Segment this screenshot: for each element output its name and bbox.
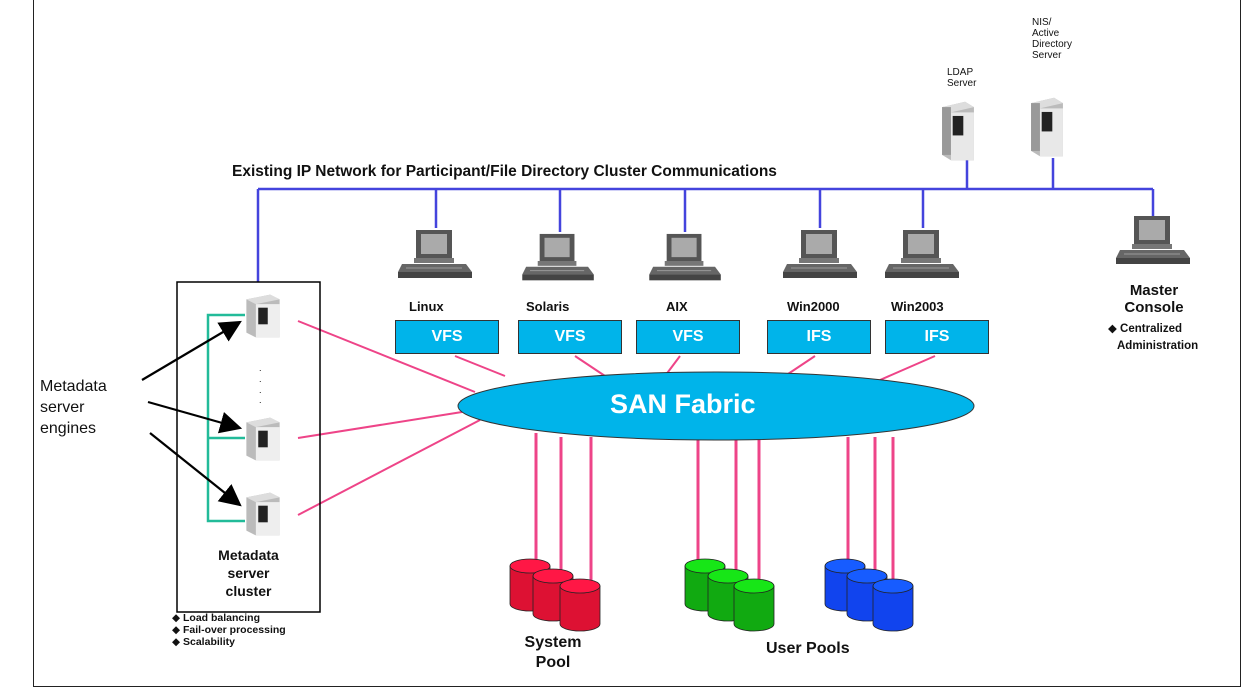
ip-network-lines [256,158,1155,282]
computer-icon [884,229,960,279]
list-item: ◆ Fail-over processing [172,624,286,637]
feature-text: Centralized [1120,323,1183,335]
computer-icon [782,229,858,279]
master-console-label: Master Console [1124,282,1184,316]
metadata-cluster-box [176,281,321,613]
system-pool-label: System Pool [524,634,582,671]
storage-cylinder [733,578,775,632]
filesystem-box-win2000: IFS [767,320,871,354]
computer-icon [648,233,722,281]
storage-cylinder [559,578,601,632]
client-label-solaris: Solaris [526,299,570,314]
computer-icon [397,229,473,279]
filesystem-box-aix: VFS [636,320,740,354]
computer-icon [521,233,595,281]
client-label-linux: Linux [409,299,444,314]
master-console-feature-2: Administration [1117,340,1199,352]
metadata-engines-label: Metadata server engines [40,378,107,438]
nis-server-label: NIS/ Active Directory Server [1032,17,1073,61]
metadata-server-1 [246,294,280,338]
nis-server-icon [1031,97,1063,157]
network-title: Existing IP Network for Participant/File… [232,163,777,180]
list-item: ◆ Load balancing [172,612,261,624]
storage-cylinder [872,578,914,632]
san-fabric-label: SAN Fabric [610,389,756,419]
filesystem-box-win2003: IFS [885,320,989,354]
client-label-aix: AIX [666,299,688,314]
engine-arrows [141,320,243,507]
metadata-server-3 [246,492,280,536]
filesystem-box-solaris: VFS [518,320,622,354]
ellipsis: . . . . [259,363,262,406]
ldap-server-label: LDAP Server [947,67,977,89]
metadata-server-2 [246,417,280,461]
user-pools-label: User Pools [766,640,850,657]
ldap-server-icon [942,101,974,161]
client-label-win2000: Win2000 [787,299,840,314]
cluster-links [206,313,245,523]
list-item: ◆ Scalability [172,636,235,649]
filesystem-box-linux: VFS [395,320,499,354]
storage-pools [509,558,914,632]
client-label-win2003: Win2003 [891,299,944,314]
cluster-features-list: ◆ Load balancing ◆ Fail-over processing … [172,612,286,648]
computer-icon [1115,215,1191,265]
master-console-feature-1: ◆ Centralized [1108,323,1183,335]
san-fabric [457,371,975,441]
diagram-frame [33,0,1241,687]
storage-links [534,433,895,585]
metadata-cluster-label: Metadata server cluster [218,547,279,600]
